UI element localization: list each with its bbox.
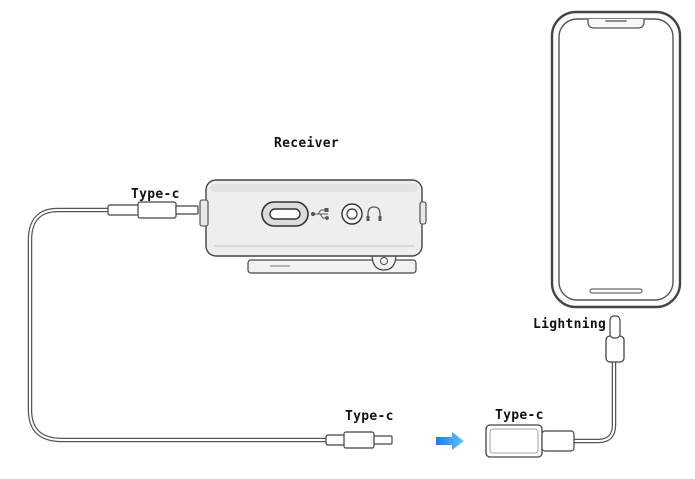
typec-lightning-adapter <box>485 315 625 458</box>
typec-top-label: Type-c <box>131 187 180 202</box>
usb-icon <box>310 208 329 220</box>
typec-adapter-label: Type-c <box>495 408 544 423</box>
phone-device <box>550 10 682 309</box>
receiver-device <box>199 179 427 274</box>
adapter-cable <box>574 360 617 444</box>
typec-plug-top <box>107 201 199 219</box>
lightning-label: Lightning <box>533 317 607 332</box>
receiver-label: Receiver <box>274 136 340 151</box>
arrow-right-small-icon <box>436 432 464 450</box>
typec-bottom-label: Type-c <box>345 409 394 424</box>
typec-plug-bottom <box>325 431 393 449</box>
cable-loop-inner <box>29 209 328 441</box>
headphone-icon <box>366 206 382 221</box>
